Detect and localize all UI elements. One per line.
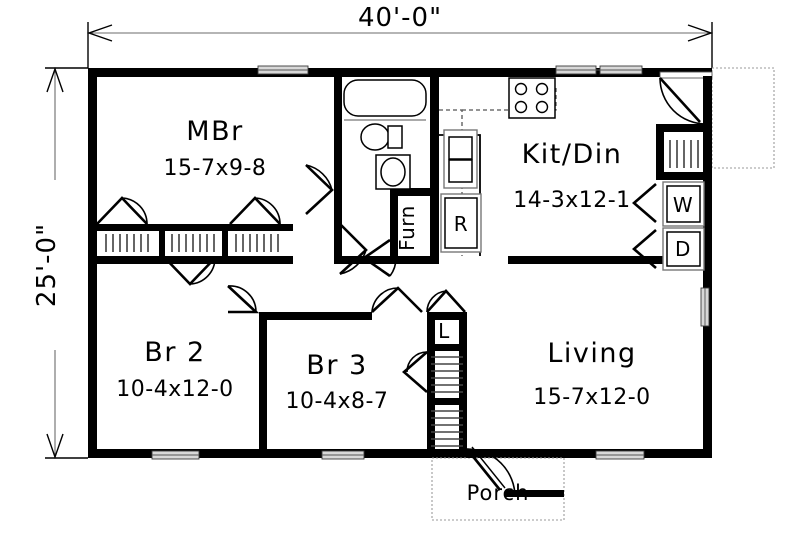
- room-label-living-name: Living: [547, 338, 636, 369]
- window-mbr-top: [257, 65, 309, 75]
- overall-depth-dimension-label: 25'-0": [32, 223, 62, 307]
- utility-closet-rod-hatch: [669, 140, 699, 168]
- bath-fixtures: [343, 79, 427, 190]
- dimension-depth: [42, 66, 88, 460]
- room-label-br2-dimensions: 10-4x12-0: [116, 377, 233, 402]
- overall-width-dimension-label: 40'-0": [358, 3, 442, 33]
- room-label-kitdin-name: Kit/Din: [522, 139, 623, 170]
- interior-walls-upper: [88, 68, 703, 264]
- linen-closet: [426, 289, 466, 313]
- kitchen-sink-icon: [443, 129, 478, 189]
- closet-rod-hatch-2: [171, 234, 215, 252]
- refrigerator-label: R: [454, 212, 468, 236]
- door-mbr: [305, 164, 334, 215]
- room-label-br3-name: Br 3: [306, 350, 367, 381]
- closet-rod-hatch-3: [235, 234, 279, 252]
- utility-area: W D: [632, 124, 705, 271]
- closet-shelf-hatch-upper: [431, 356, 463, 393]
- door-br3: [371, 286, 423, 313]
- dryer-label: D: [675, 237, 691, 261]
- exterior-stoop: [711, 67, 775, 169]
- dryer-icon: [662, 227, 705, 271]
- bathtub-icon: [343, 79, 427, 117]
- refrigerator-icon: [440, 193, 482, 253]
- room-label-mbr-dimensions: 15-7x9-8: [164, 156, 267, 181]
- front-door: [465, 446, 564, 498]
- door-bath: [339, 223, 368, 275]
- room-label-mbr-name: MBr: [186, 116, 243, 147]
- door-br2: [227, 285, 260, 314]
- window-living-bottom: [595, 450, 645, 460]
- washer-label: W: [673, 193, 693, 217]
- closet-rod-hatch-1: [105, 234, 149, 252]
- room-label-br3-dimensions: 10-4x8-7: [286, 389, 389, 414]
- room-label-kitdin-dimensions: 14-3x12-1: [513, 188, 630, 213]
- furnace-label: Furn: [395, 205, 419, 251]
- linen-closet-label: L: [438, 319, 450, 343]
- windows: [151, 65, 710, 460]
- window-living-right: [700, 287, 710, 327]
- window-br2-bottom: [151, 450, 200, 460]
- closet-shelf-hatch-lower: [431, 410, 463, 447]
- window-kitchen-top: [555, 65, 643, 75]
- toilet-icon: [360, 123, 403, 151]
- bath-sink-icon: [375, 154, 411, 190]
- room-label-br2-name: Br 2: [144, 337, 205, 368]
- closet-doors-lower: [402, 351, 428, 393]
- dimension-width: [86, 5, 714, 68]
- washer-icon: [662, 181, 705, 227]
- window-br3-bottom: [321, 450, 365, 460]
- room-label-living-dimensions: 15-7x12-0: [533, 385, 650, 410]
- mbr-closets: [96, 196, 293, 286]
- door-furnace: [361, 238, 397, 278]
- cooktop-icon: [508, 77, 556, 119]
- door-entry: [659, 71, 713, 128]
